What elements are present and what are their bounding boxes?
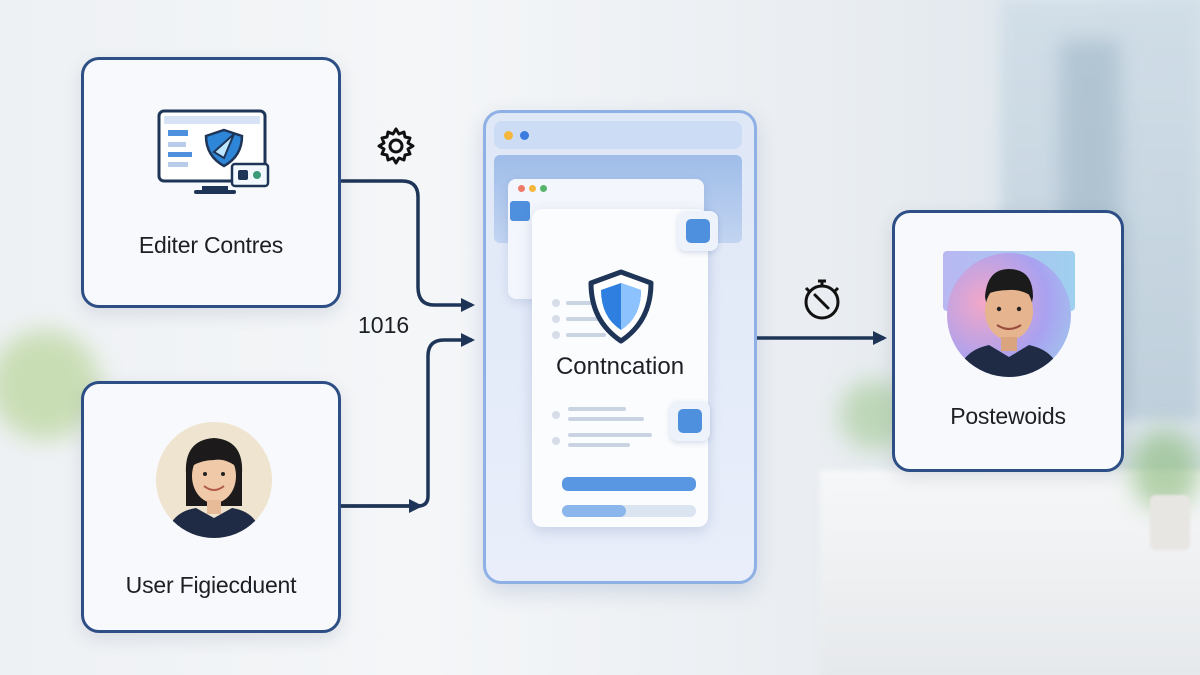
gear-icon: [374, 124, 418, 173]
timer-icon: [798, 276, 846, 329]
post-avatar: [947, 253, 1071, 377]
post-card[interactable]: Postewoids: [892, 210, 1124, 472]
editor-card[interactable]: Editer Contres: [81, 57, 341, 308]
post-card-label: Postewoids: [895, 403, 1121, 430]
panel-title: Contncation: [486, 353, 754, 381]
arrow-user-to-panel: [337, 340, 472, 506]
user-avatar: [156, 422, 272, 538]
panel-titlebar: [494, 121, 742, 149]
main-panel[interactable]: Contncation: [483, 110, 757, 584]
home-square-icon: [670, 401, 710, 441]
monitor-shield-icon: [156, 108, 274, 209]
sidebar-icon: [510, 201, 530, 221]
user-card-label: User Figiecduent: [84, 572, 338, 599]
flow-label: 1016: [358, 312, 409, 339]
editor-card-label: Editer Contres: [84, 232, 338, 259]
progress-fill: [562, 505, 626, 517]
shield-icon: [586, 269, 656, 350]
window-dot: [504, 131, 513, 140]
profile-square-icon: [678, 211, 718, 251]
primary-bar: [562, 477, 696, 491]
progress-track: [562, 505, 696, 517]
arrow-editor-to-panel: [337, 181, 472, 305]
window-dot: [520, 131, 529, 140]
user-card[interactable]: User Figiecduent: [81, 381, 341, 633]
